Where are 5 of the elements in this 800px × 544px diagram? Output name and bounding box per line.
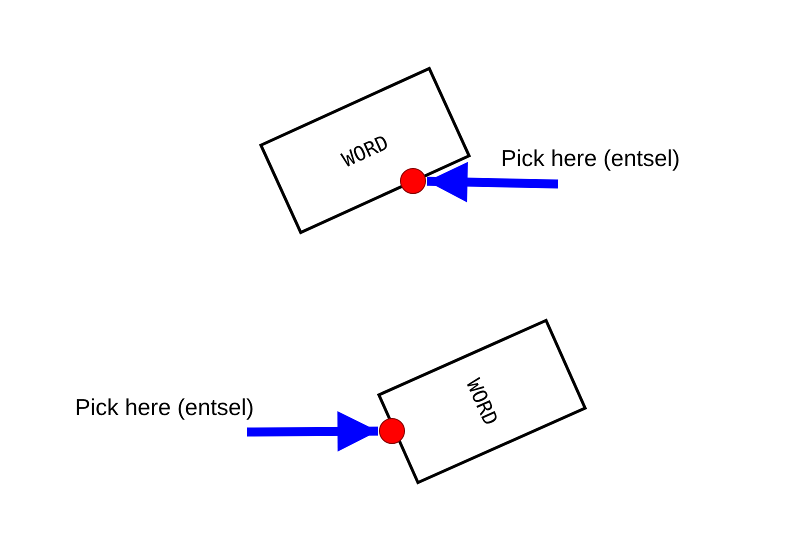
instruction-text: Pick here (entsel) (75, 394, 254, 421)
arrow (426, 162, 558, 202)
box-text: WORD (461, 374, 503, 428)
box-text: WORD (338, 129, 392, 171)
instruction-text: Pick here (entsel) (501, 145, 680, 172)
